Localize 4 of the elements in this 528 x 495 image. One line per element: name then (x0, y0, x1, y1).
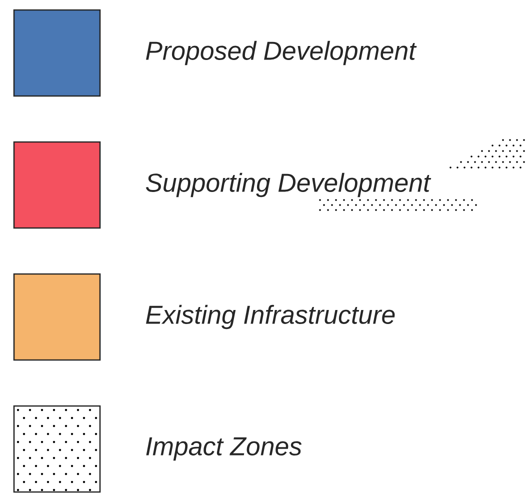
legend-label: Impact Zones (146, 437, 302, 461)
legend-label: Proposed Development (146, 40, 417, 66)
legend-label: Existing Infrastructure (146, 304, 395, 330)
legend-label: Supporting Development (146, 172, 432, 198)
